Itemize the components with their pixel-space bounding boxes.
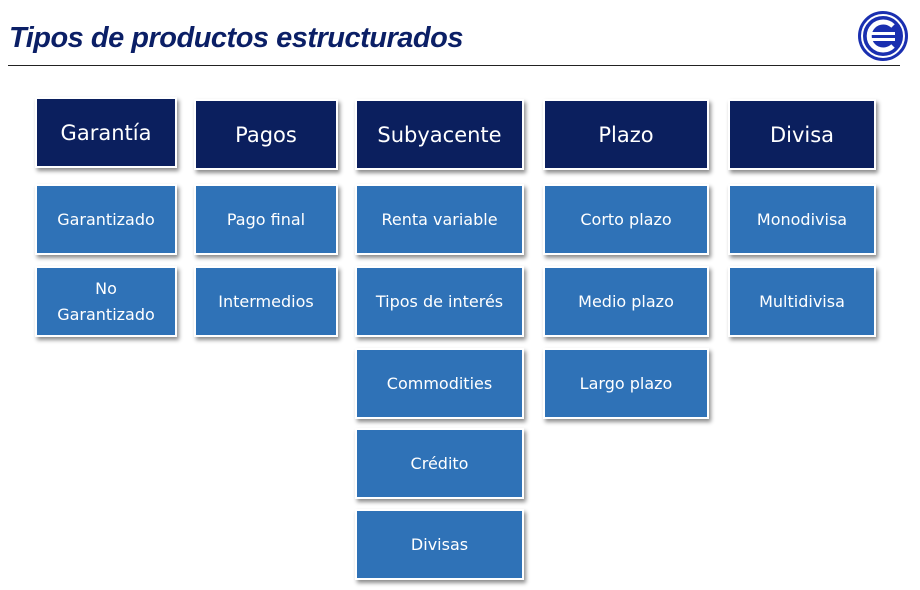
euro-logo-icon — [858, 11, 908, 61]
category-item: Crédito — [355, 428, 524, 499]
category-item: Medio plazo — [543, 266, 709, 337]
column-header: Subyacente — [355, 99, 524, 170]
category-item: Pago final — [194, 184, 338, 255]
column-header: Divisa — [728, 99, 876, 170]
page-title: Tipos de productos estructurados — [9, 22, 463, 54]
category-item: Commodities — [355, 348, 524, 419]
category-item: Monodivisa — [728, 184, 876, 255]
category-item: Garantizado — [35, 184, 177, 255]
column-header: Plazo — [543, 99, 709, 170]
category-item: Corto plazo — [543, 184, 709, 255]
category-item: Intermedios — [194, 266, 338, 337]
category-item: Multidivisa — [728, 266, 876, 337]
column-header: Garantía — [35, 97, 177, 168]
category-item: No Garantizado — [35, 266, 177, 337]
category-item: Divisas — [355, 509, 524, 580]
category-item: Largo plazo — [543, 348, 709, 419]
category-item: Renta variable — [355, 184, 524, 255]
title-divider — [8, 65, 900, 66]
category-item: Tipos de interés — [355, 266, 524, 337]
column-header: Pagos — [194, 99, 338, 170]
